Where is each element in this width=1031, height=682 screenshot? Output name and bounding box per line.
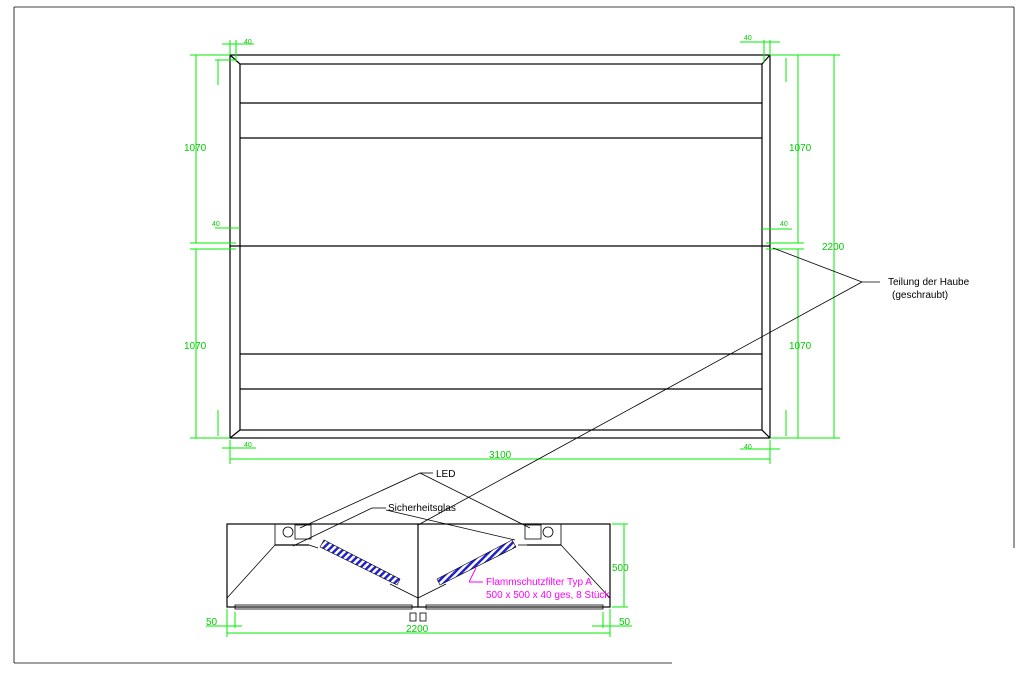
drawing-frame <box>13 6 1015 664</box>
label-led: LED <box>436 469 455 480</box>
dim-small-40: 40 <box>244 39 252 46</box>
dim-left-upper: 1070 <box>184 143 207 154</box>
section-dim-left-offset: 50 <box>206 617 218 628</box>
annotation-line1: Teilung der Haube <box>888 277 970 288</box>
section-dim-width: 2200 <box>406 624 429 635</box>
dim-small-40: 40 <box>244 442 252 449</box>
partition-annotation: Teilung der Haube (geschraubt) <box>417 247 970 526</box>
section-dimensions: 500 2200 50 50 <box>206 523 632 637</box>
dim-small-40: 40 <box>212 221 220 228</box>
dim-small-40: 40 <box>744 444 752 451</box>
filter-label-line2: 500 x 500 x 40 ges, 8 Stück <box>486 590 610 601</box>
section-labels: LED Sicherheitsglas Flammschutzfilter Ty… <box>292 469 610 601</box>
filter-left <box>319 539 401 586</box>
filter-right <box>436 539 517 586</box>
dim-right-upper: 1070 <box>789 143 812 154</box>
plan-dimensions: 1070 1070 1070 1070 2200 3100 40 40 40 4… <box>184 35 845 464</box>
dim-total-height: 2200 <box>822 242 845 253</box>
dim-small-40: 40 <box>744 35 752 42</box>
hood-section-view <box>226 523 611 622</box>
section-dim-height: 500 <box>612 563 629 574</box>
hood-plan-view <box>229 54 771 439</box>
filter-label-line1: Flammschutzfilter Typ A <box>486 577 592 588</box>
label-safety-glass: Sicherheitsglas <box>388 503 456 514</box>
dim-total-width: 3100 <box>489 450 512 461</box>
section-dim-right-offset: 50 <box>619 617 631 628</box>
dim-small-40: 40 <box>780 221 788 228</box>
dim-left-lower: 1070 <box>184 341 207 352</box>
dim-right-lower: 1070 <box>789 341 812 352</box>
annotation-line2: (geschraubt) <box>892 290 948 301</box>
